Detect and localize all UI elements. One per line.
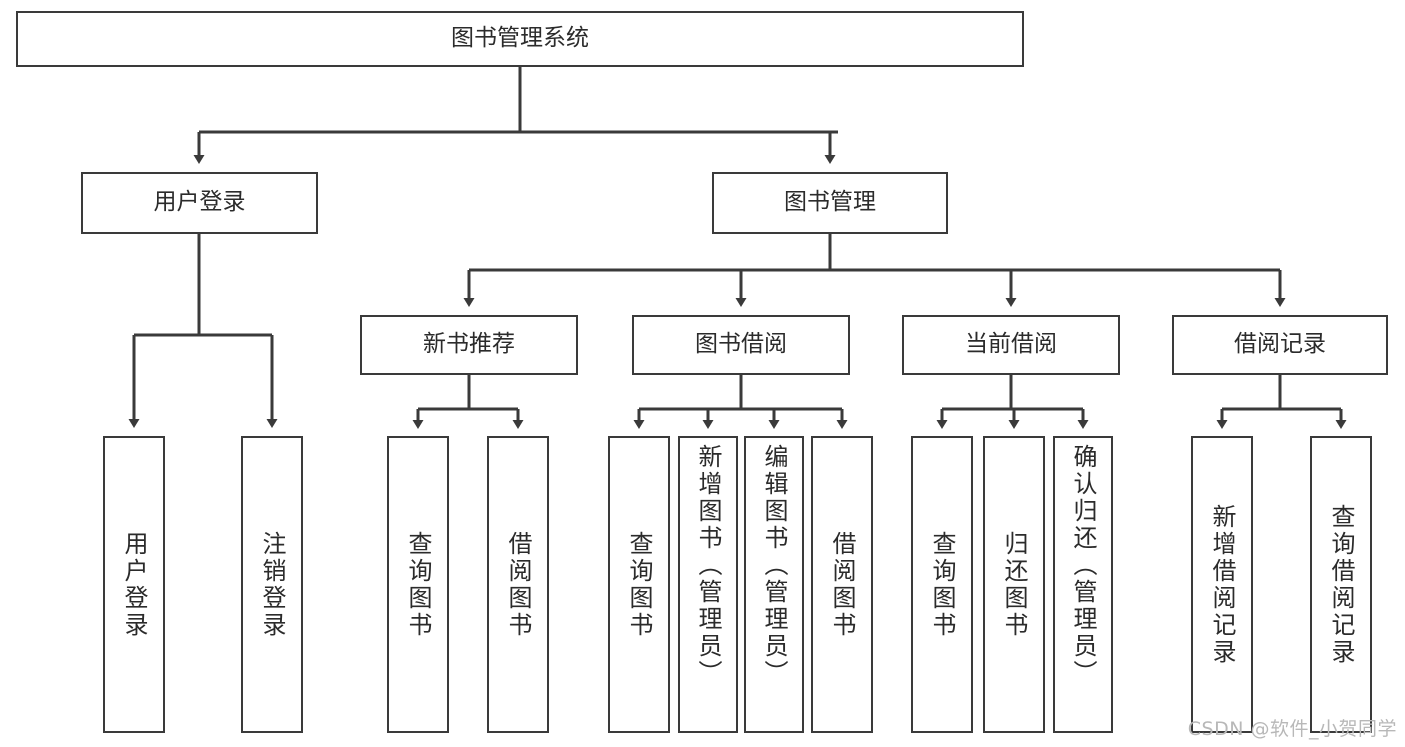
node-new-book-recommend[interactable]: 新书推荐 [360, 315, 578, 375]
node-leaf-return-book[interactable]: 归还图书 [983, 436, 1045, 733]
node-leaf-borrow-book-2[interactable]: 借阅图书 [811, 436, 873, 733]
node-user-login[interactable]: 用户登录 [81, 172, 318, 234]
node-leaf-add-borrow-record-label: 新增借阅记录 [1208, 503, 1236, 666]
node-leaf-borrow-book-1[interactable]: 借阅图书 [487, 436, 549, 733]
node-leaf-query-book-3[interactable]: 查询图书 [911, 436, 973, 733]
node-leaf-query-borrow-record-label: 查询借阅记录 [1327, 503, 1355, 666]
node-book-borrow[interactable]: 图书借阅 [632, 315, 850, 375]
node-leaf-query-book-3-label: 查询图书 [928, 530, 956, 639]
node-leaf-query-book-1-label: 查询图书 [404, 530, 432, 639]
node-leaf-logout-login[interactable]: 注销登录 [241, 436, 303, 733]
node-leaf-logout-login-label: 注销登录 [258, 530, 286, 639]
node-borrow-record-label: 借阅记录 [1234, 331, 1326, 358]
node-leaf-confirm-return-admin[interactable]: 确认归还（管理员） [1053, 436, 1113, 733]
node-root-label: 图书管理系统 [451, 25, 589, 52]
node-leaf-borrow-book-2-label: 借阅图书 [828, 530, 856, 639]
node-leaf-query-book-2-label: 查询图书 [625, 530, 653, 639]
node-current-borrow[interactable]: 当前借阅 [902, 315, 1120, 375]
node-book-management[interactable]: 图书管理 [712, 172, 948, 234]
node-new-book-recommend-label: 新书推荐 [423, 331, 515, 358]
node-leaf-add-book-admin[interactable]: 新增图书（管理员） [678, 436, 738, 733]
node-leaf-user-login-label: 用户登录 [120, 530, 148, 639]
node-book-management-label: 图书管理 [784, 189, 876, 216]
node-leaf-edit-book-admin-label: 编辑图书（管理员） [760, 444, 788, 687]
node-leaf-borrow-book-1-label: 借阅图书 [504, 530, 532, 639]
node-leaf-add-book-admin-label: 新增图书（管理员） [694, 444, 722, 687]
node-leaf-edit-book-admin[interactable]: 编辑图书（管理员） [744, 436, 804, 733]
node-current-borrow-label: 当前借阅 [965, 331, 1057, 358]
node-user-login-label: 用户登录 [153, 189, 246, 216]
node-root[interactable]: 图书管理系统 [16, 11, 1024, 67]
node-leaf-user-login[interactable]: 用户登录 [103, 436, 165, 733]
node-book-borrow-label: 图书借阅 [695, 331, 787, 358]
node-leaf-query-book-1[interactable]: 查询图书 [387, 436, 449, 733]
node-leaf-query-borrow-record[interactable]: 查询借阅记录 [1310, 436, 1372, 733]
node-leaf-query-book-2[interactable]: 查询图书 [608, 436, 670, 733]
node-leaf-confirm-return-admin-label: 确认归还（管理员） [1069, 444, 1097, 687]
node-leaf-return-book-label: 归还图书 [1000, 530, 1028, 639]
node-leaf-add-borrow-record[interactable]: 新增借阅记录 [1191, 436, 1253, 733]
node-borrow-record[interactable]: 借阅记录 [1172, 315, 1388, 375]
